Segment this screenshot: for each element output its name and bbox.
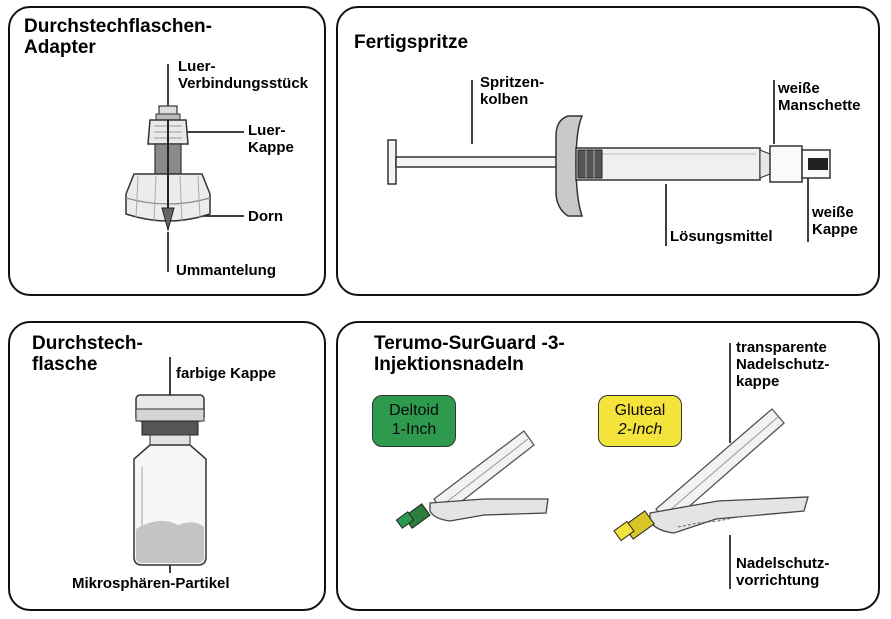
casing-label: Ummantelung [176,262,277,279]
needles-illustration [395,343,809,589]
colored-cap-label: farbige Kappe [176,365,277,382]
vial-title: Durchstech- flasche [32,333,143,375]
solvent-label: Lösungsmittel [670,228,773,245]
gluteal-badge: Gluteal 2-Inch [598,395,682,447]
prefilled-syringe-panel: Fertigspritze Spritzen- kolben weiße Man… [336,6,880,296]
needle-cap-label: transparente Nadelschutz- kappe [736,339,830,390]
deltoid-badge-line2: 1-Inch [391,421,437,438]
vial-adapter-title: Durchstechflaschen- Adapter [24,16,212,58]
gluteal-badge-line2: 2-Inch [617,421,663,438]
microspheres-label: Mikrosphären-Partikel [72,575,230,592]
luer-connector-label: Luer- Verbindungsstück [178,58,309,92]
spike-label: Dorn [248,208,283,225]
syringe-illustration [387,80,831,246]
vial-panel: Durchstech- flasche farbige Kappe Mikros… [8,321,326,611]
vial-adapter-panel: Durchstechflaschen- Adapter Luer- Verbin… [8,6,326,296]
injection-needles-title: Terumo-SurGuard -3- Injektionsnadeln [374,333,565,375]
white-cap-label: weiße Kappe [812,204,858,238]
vial-adapter-illustration [125,64,244,272]
deltoid-needle [395,430,549,529]
deltoid-badge: Deltoid 1-Inch [372,395,456,447]
prefilled-syringe-title: Fertigspritze [354,32,469,53]
luer-cap-label: Luer- Kappe [248,122,294,156]
safety-device-label: Nadelschutz- vorrichtung [736,555,830,589]
deltoid-badge-line1: Deltoid [389,402,439,419]
plunger-label: Spritzen- kolben [480,74,545,108]
white-collar-label: weiße Manschette [778,80,861,114]
injection-needles-panel: Terumo-SurGuard -3- Injektionsnadeln Del… [336,321,880,611]
gluteal-needle [613,408,809,542]
vial-illustration [133,357,207,573]
gluteal-badge-line1: Gluteal [614,402,666,419]
